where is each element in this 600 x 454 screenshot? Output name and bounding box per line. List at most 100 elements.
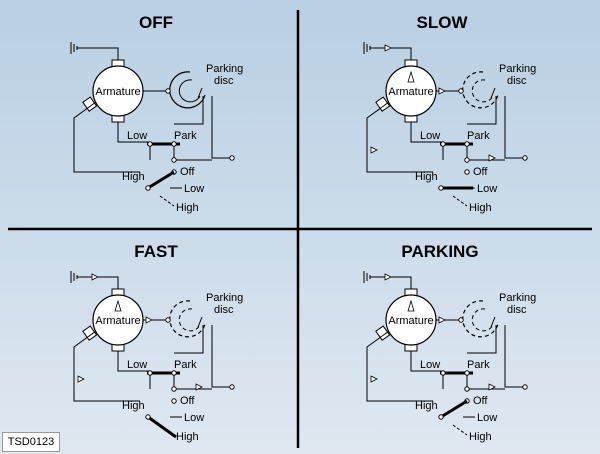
figure-code: TSD0123 xyxy=(2,432,60,452)
armature-label: Armature xyxy=(95,315,140,327)
terminal xyxy=(440,370,446,376)
flow-arrow-icon xyxy=(488,383,496,391)
off-label: Off xyxy=(180,166,195,178)
parking-disc-label: Parking xyxy=(499,63,536,75)
wire xyxy=(197,316,203,328)
terminal xyxy=(229,155,235,161)
switch-lever xyxy=(147,170,175,190)
terminal xyxy=(438,185,444,191)
brush-third xyxy=(375,325,391,341)
parking-disc xyxy=(462,300,499,338)
wire xyxy=(77,47,119,62)
rotation-arrow-icon xyxy=(407,299,415,312)
wire xyxy=(159,195,175,207)
switch-lever xyxy=(440,399,468,419)
wire xyxy=(504,96,525,159)
parking-disc xyxy=(169,71,206,109)
low-switch-label: Low xyxy=(477,183,497,195)
wire xyxy=(149,375,175,389)
wire xyxy=(366,101,433,173)
terminal xyxy=(464,386,470,392)
wire xyxy=(410,351,443,372)
high-switch-label: High xyxy=(469,431,492,443)
wire xyxy=(490,316,496,328)
terminal xyxy=(464,370,470,376)
high-switch-label: High xyxy=(176,431,199,443)
wire xyxy=(504,325,525,388)
parking-disc xyxy=(169,300,206,338)
parking-disc-inner xyxy=(471,79,494,103)
parking-disc-label: disc xyxy=(214,75,234,87)
rotation-arrow-icon xyxy=(114,299,122,312)
wire xyxy=(452,424,468,436)
parking-disc-label: Parking xyxy=(499,292,536,304)
terminal xyxy=(464,157,470,163)
parking-disc-inner xyxy=(178,308,201,332)
wire xyxy=(442,146,468,160)
flow-arrow-icon xyxy=(145,316,153,324)
low-switch-label: Low xyxy=(184,412,204,424)
wire xyxy=(410,122,443,143)
terminal xyxy=(522,155,528,161)
flow-arrow-icon xyxy=(91,273,99,281)
armature-label: Armature xyxy=(388,315,433,327)
terminal xyxy=(165,317,171,323)
low-label: Low xyxy=(127,130,147,142)
wire xyxy=(370,47,412,62)
low-label: Low xyxy=(420,359,440,371)
parking-disc xyxy=(462,71,499,109)
wire xyxy=(442,375,468,389)
off-label: Off xyxy=(473,166,488,178)
wire xyxy=(211,96,232,159)
wire xyxy=(149,146,175,160)
off-label: Off xyxy=(180,395,195,407)
terminal xyxy=(522,384,528,390)
panel-title: PARKING xyxy=(401,242,478,261)
wire xyxy=(366,330,433,402)
terminal xyxy=(145,185,151,191)
terminal xyxy=(229,384,235,390)
terminal xyxy=(145,414,151,420)
high-label: High xyxy=(415,400,438,412)
terminal xyxy=(165,88,171,94)
wire xyxy=(73,101,140,173)
park-label: Park xyxy=(467,359,490,371)
panel-title: FAST xyxy=(134,242,178,261)
parking-disc-inner xyxy=(471,308,494,332)
terminal xyxy=(458,317,464,323)
armature-label: Armature xyxy=(95,86,140,98)
terminal xyxy=(438,414,444,420)
wire xyxy=(117,122,150,143)
flow-arrow-icon xyxy=(77,375,85,383)
terminal xyxy=(171,141,177,147)
flow-arrow-icon xyxy=(370,375,378,383)
parking-disc-label: disc xyxy=(507,304,527,316)
flow-arrow-icon xyxy=(384,44,392,52)
terminal xyxy=(171,386,177,392)
low-label: Low xyxy=(420,130,440,142)
armature-label: Armature xyxy=(388,86,433,98)
parking-disc-label: Parking xyxy=(206,63,243,75)
wire xyxy=(467,96,497,125)
terminal xyxy=(171,370,177,376)
terminal xyxy=(458,88,464,94)
switch-lever xyxy=(147,415,177,439)
low-switch-label: Low xyxy=(477,412,497,424)
flow-arrow-icon xyxy=(195,383,203,391)
wire xyxy=(490,87,496,99)
wire xyxy=(211,325,232,388)
high-label: High xyxy=(122,400,145,412)
park-label: Park xyxy=(174,130,197,142)
brush-third xyxy=(82,325,98,341)
terminal xyxy=(147,141,153,147)
flow-arrow-icon xyxy=(384,273,392,281)
flow-arrow-icon xyxy=(438,87,446,95)
parking-disc-inner xyxy=(178,79,201,103)
panel-title: OFF xyxy=(139,13,173,32)
low-label: Low xyxy=(127,359,147,371)
